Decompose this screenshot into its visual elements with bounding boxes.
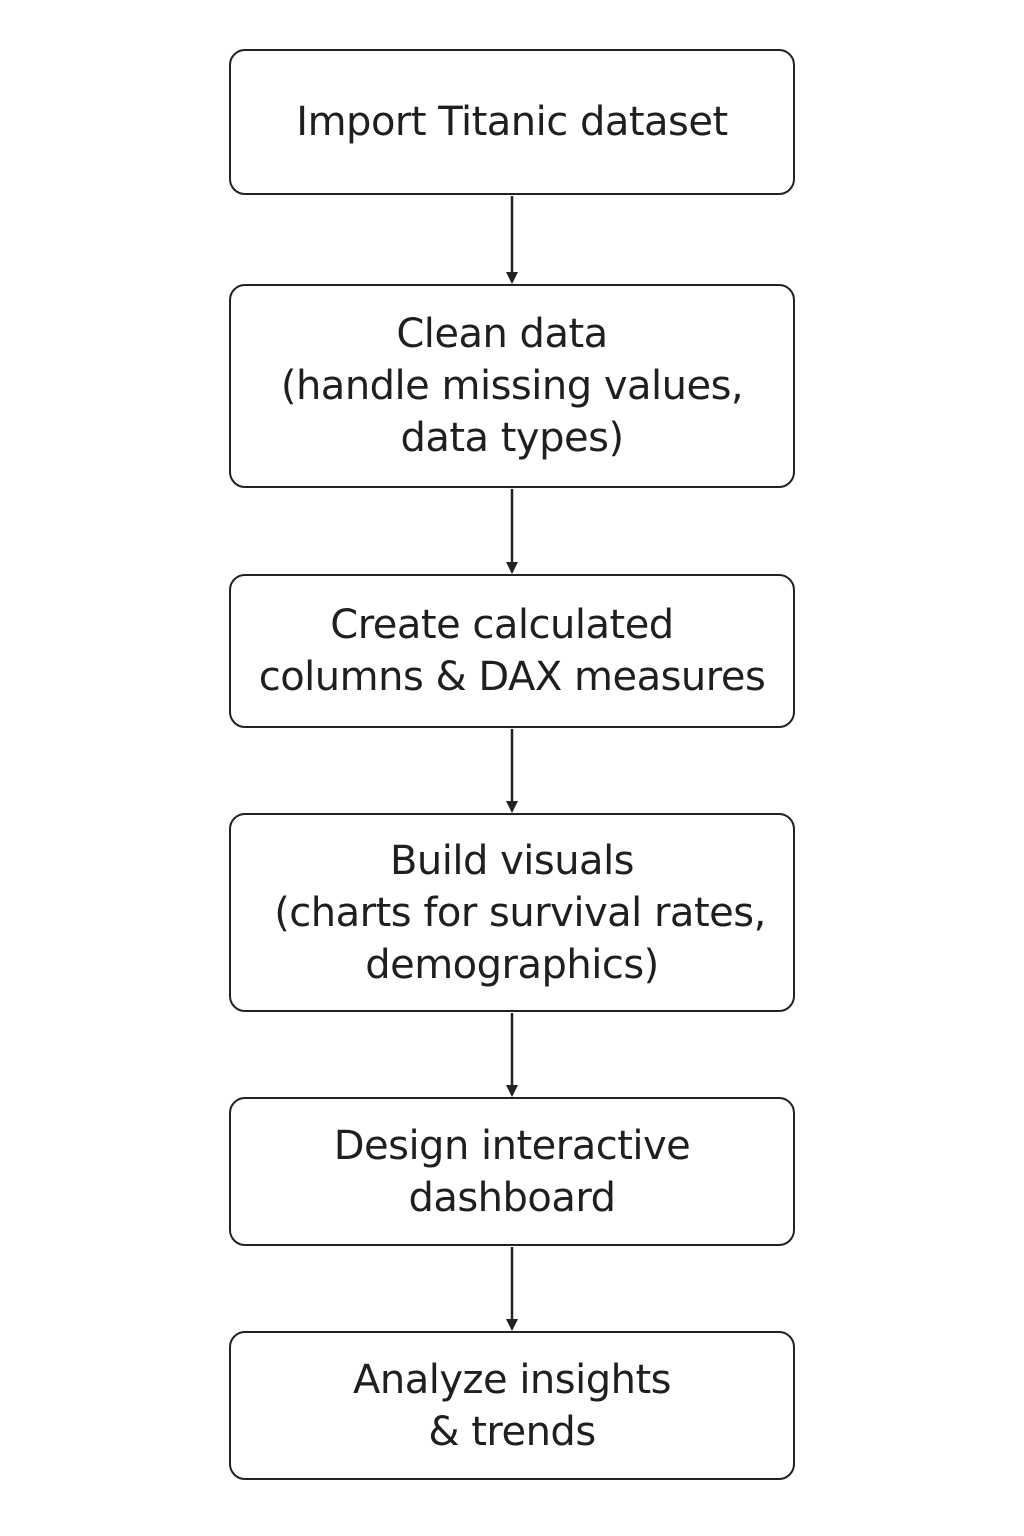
step-build-visuals: Build visuals (charts for survival rates… xyxy=(229,813,795,1012)
step-label-line: data types) xyxy=(400,415,624,461)
step-label-line: Design interactive xyxy=(333,1122,691,1169)
step-design-dashboard: Design interactive dashboard xyxy=(229,1097,795,1246)
step-label-line: & trends xyxy=(428,1408,596,1455)
step-analyze-insights: Analyze insights & trends xyxy=(229,1331,795,1480)
step-clean-data: Clean data (handle missing values, data … xyxy=(229,284,795,488)
step-label-line: columns & DAX measures xyxy=(258,654,766,700)
step-label-line: Create calculated xyxy=(330,602,674,648)
step-import-dataset: Import Titanic dataset xyxy=(229,49,795,195)
step-label-line: (charts for survival rates, xyxy=(274,889,766,936)
step-label-line: Import Titanic dataset xyxy=(296,99,728,145)
step-label-line: Build visuals xyxy=(389,837,635,884)
step-label-line: dashboard xyxy=(408,1174,616,1221)
step-label-line: Clean data xyxy=(396,311,608,357)
step-create-calculated-columns: Create calculated columns & DAX measures xyxy=(229,574,795,728)
step-label-line: (handle missing values, xyxy=(280,363,744,409)
step-label-line: Analyze insights xyxy=(352,1356,672,1403)
step-label-line: demographics) xyxy=(365,941,659,988)
